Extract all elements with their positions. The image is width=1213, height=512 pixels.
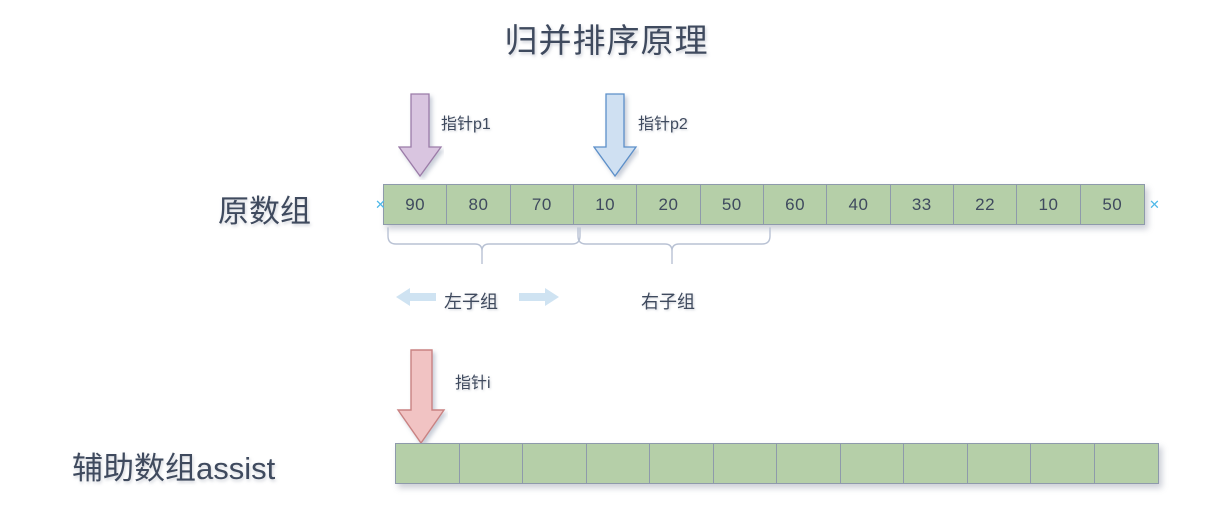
- array-cell[interactable]: [650, 444, 714, 483]
- original-array-label: 原数组: [218, 194, 311, 229]
- page-title: 归并排序原理: [504, 22, 709, 59]
- array-cell[interactable]: 40: [827, 185, 891, 224]
- array-cell[interactable]: 10: [1017, 185, 1081, 224]
- array-cell[interactable]: 22: [954, 185, 1018, 224]
- array-cell[interactable]: 70: [511, 185, 574, 224]
- right-subgroup-label: 右子组: [641, 292, 695, 312]
- array-cell[interactable]: 33: [891, 185, 954, 224]
- arrow-down-red-icon: [396, 348, 448, 448]
- array-cell[interactable]: [904, 444, 968, 483]
- selection-handle-right-icon[interactable]: ✕: [1149, 197, 1160, 212]
- arrow-right-icon: [517, 285, 561, 314]
- array-cell[interactable]: [1031, 444, 1095, 483]
- array-cell[interactable]: [523, 444, 587, 483]
- curly-brace-left-icon: [386, 226, 582, 275]
- left-subgroup-label: 左子组: [444, 292, 498, 312]
- array-cell[interactable]: [396, 444, 460, 483]
- arrow-left-icon: [394, 285, 438, 314]
- array-cell[interactable]: [1095, 444, 1159, 483]
- arrow-down-blue-icon: [593, 92, 639, 180]
- array-cell[interactable]: [460, 444, 523, 483]
- pointer-i-label: 指针i: [455, 375, 491, 392]
- assist-array[interactable]: [395, 443, 1159, 484]
- array-cell[interactable]: [841, 444, 904, 483]
- assist-array-label: 辅助数组assist: [72, 451, 276, 486]
- pointer-p2-label: 指针p2: [638, 116, 688, 133]
- array-cell[interactable]: 80: [447, 185, 511, 224]
- array-cell[interactable]: 60: [764, 185, 828, 224]
- array-cell[interactable]: [714, 444, 777, 483]
- array-cell[interactable]: [587, 444, 650, 483]
- array-cell[interactable]: [968, 444, 1031, 483]
- array-cell[interactable]: 50: [701, 185, 764, 224]
- array-cell[interactable]: 90: [384, 185, 448, 224]
- array-cell[interactable]: 10: [574, 185, 638, 224]
- array-cell[interactable]: [777, 444, 841, 483]
- selection-handle-left-icon[interactable]: ✕: [375, 197, 386, 212]
- curly-brace-right-icon: [576, 226, 772, 275]
- array-cell[interactable]: 50: [1102, 194, 1123, 214]
- original-array[interactable]: 90 80 70 10 20 50 60 40 33 22 10 50: [383, 184, 1145, 225]
- pointer-p1-label: 指针p1: [441, 116, 491, 133]
- arrow-down-purple-icon: [398, 92, 444, 180]
- array-cell[interactable]: 20: [637, 185, 701, 224]
